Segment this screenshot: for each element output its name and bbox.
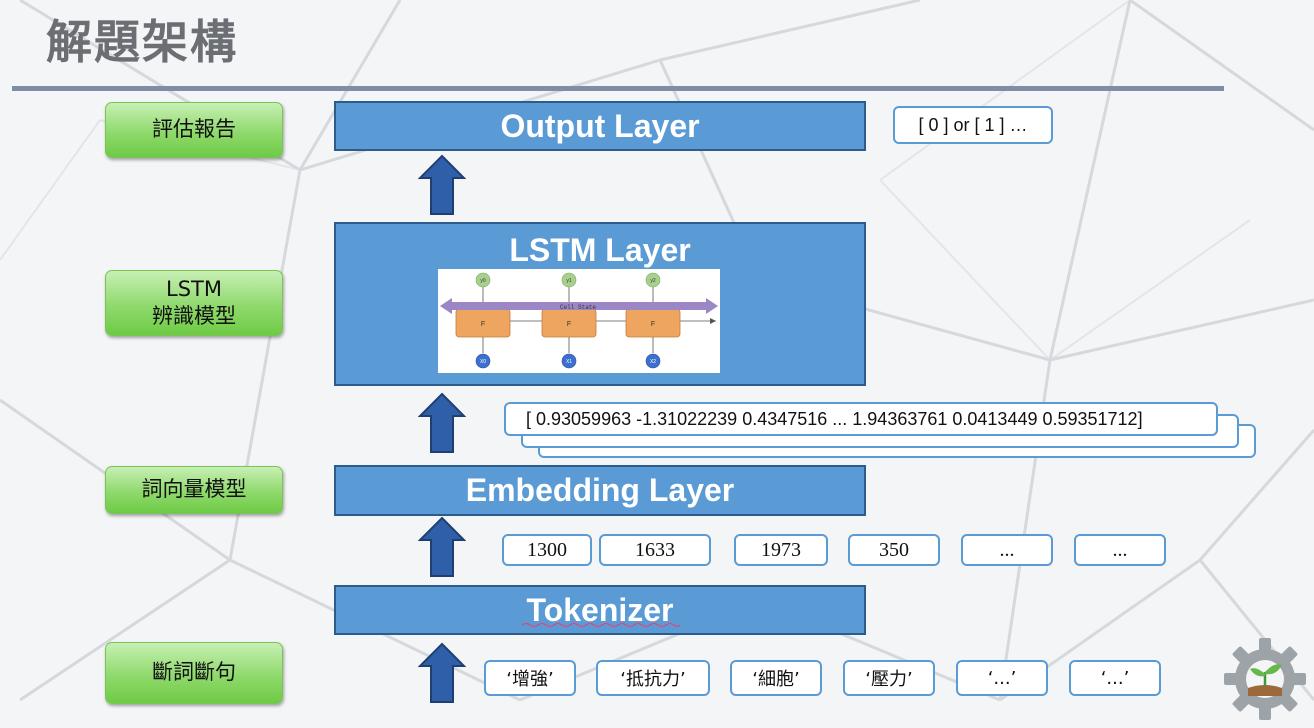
token-word-box: ‘...’ — [1069, 660, 1161, 696]
token-word-text: ‘壓力’ — [865, 669, 913, 690]
token-word-text: ‘細胞’ — [752, 669, 800, 690]
cell-label: F — [567, 321, 571, 328]
lstm-layer-title: LSTM Layer — [509, 232, 691, 268]
input-node-label: X2 — [650, 359, 656, 365]
lstm-model-label-text: LSTM 辨識模型 — [152, 276, 236, 328]
token-word-box: ‘細胞’ — [730, 660, 822, 696]
cell-label: F — [481, 321, 485, 328]
embedding-vector-box: [ 0.93059963 -1.31022239 0.4347516 ... 1… — [504, 402, 1218, 436]
tokenizer-layer-title: Tokenizer — [526, 592, 674, 628]
token-id-text: ... — [999, 538, 1015, 561]
up-arrow-icon — [418, 154, 466, 215]
token-word-box: ‘...’ — [956, 660, 1048, 696]
segmentation-label-text: 斷詞斷句 — [152, 660, 236, 685]
output-layer-title: Output Layer — [500, 108, 700, 144]
token-id-box: 1973 — [734, 534, 828, 566]
report-label: 評估報告 — [105, 102, 283, 158]
up-arrow-icon — [418, 392, 466, 453]
output-node-label: y2 — [650, 278, 656, 284]
word-vector-model-label-text: 詞向量模型 — [141, 477, 247, 502]
token-id-box: 1633 — [599, 534, 711, 566]
token-word-text: ‘...’ — [987, 667, 1017, 689]
lstm-model-label: LSTM 辨識模型 — [105, 270, 283, 336]
output-node-label: y0 — [480, 278, 486, 284]
token-id-text: 1633 — [635, 538, 675, 561]
token-id-text: 1300 — [527, 538, 567, 561]
token-id-box: 1300 — [502, 534, 592, 566]
embedding-vector-text: [ 0.93059963 -1.31022239 0.4347516 ... 1… — [526, 408, 1143, 429]
token-id-box: ... — [961, 534, 1053, 566]
token-word-text: ‘...’ — [1100, 667, 1130, 689]
report-label-text: 評估報告 — [152, 117, 236, 142]
lstm-cell-diagram: Cell State F F F y0 y1 y2 X0 X1 X2 — [438, 269, 720, 373]
token-word-box: ‘抵抗力’ — [596, 660, 710, 696]
cell-state-label: Cell State — [560, 304, 596, 311]
embedding-layer-title: Embedding Layer — [465, 472, 735, 508]
output-layer: Output Layer — [334, 101, 866, 151]
spellcheck-underline — [522, 622, 680, 628]
output-node-label: y1 — [566, 278, 572, 284]
token-word-box: ‘增強’ — [484, 660, 576, 696]
token-word-text: ‘抵抗力’ — [620, 669, 686, 690]
token-id-box: ... — [1074, 534, 1166, 566]
input-node-label: X1 — [566, 359, 572, 365]
token-id-box: 350 — [848, 534, 940, 566]
gear-sprout-logo-icon — [1224, 638, 1306, 720]
word-vector-model-label: 詞向量模型 — [105, 466, 283, 514]
token-word-box: ‘壓力’ — [843, 660, 935, 696]
title-divider — [12, 86, 1224, 91]
token-id-text: 350 — [879, 538, 909, 561]
token-id-text: 1973 — [761, 538, 801, 561]
token-id-text: ... — [1112, 538, 1128, 561]
output-value-text: [ 0 ] or [ 1 ] … — [918, 114, 1028, 135]
segmentation-label: 斷詞斷句 — [105, 642, 283, 704]
token-word-text: ‘增強’ — [506, 669, 554, 690]
up-arrow-icon — [418, 516, 466, 577]
embedding-layer: Embedding Layer — [334, 465, 866, 516]
up-arrow-icon — [418, 642, 466, 703]
input-node-label: X0 — [480, 359, 486, 365]
output-value-box: [ 0 ] or [ 1 ] … — [893, 106, 1053, 144]
page-title: 解題架構 — [46, 15, 238, 69]
lstm-layer: LSTM Layer — [334, 222, 866, 386]
cell-label: F — [651, 321, 655, 328]
